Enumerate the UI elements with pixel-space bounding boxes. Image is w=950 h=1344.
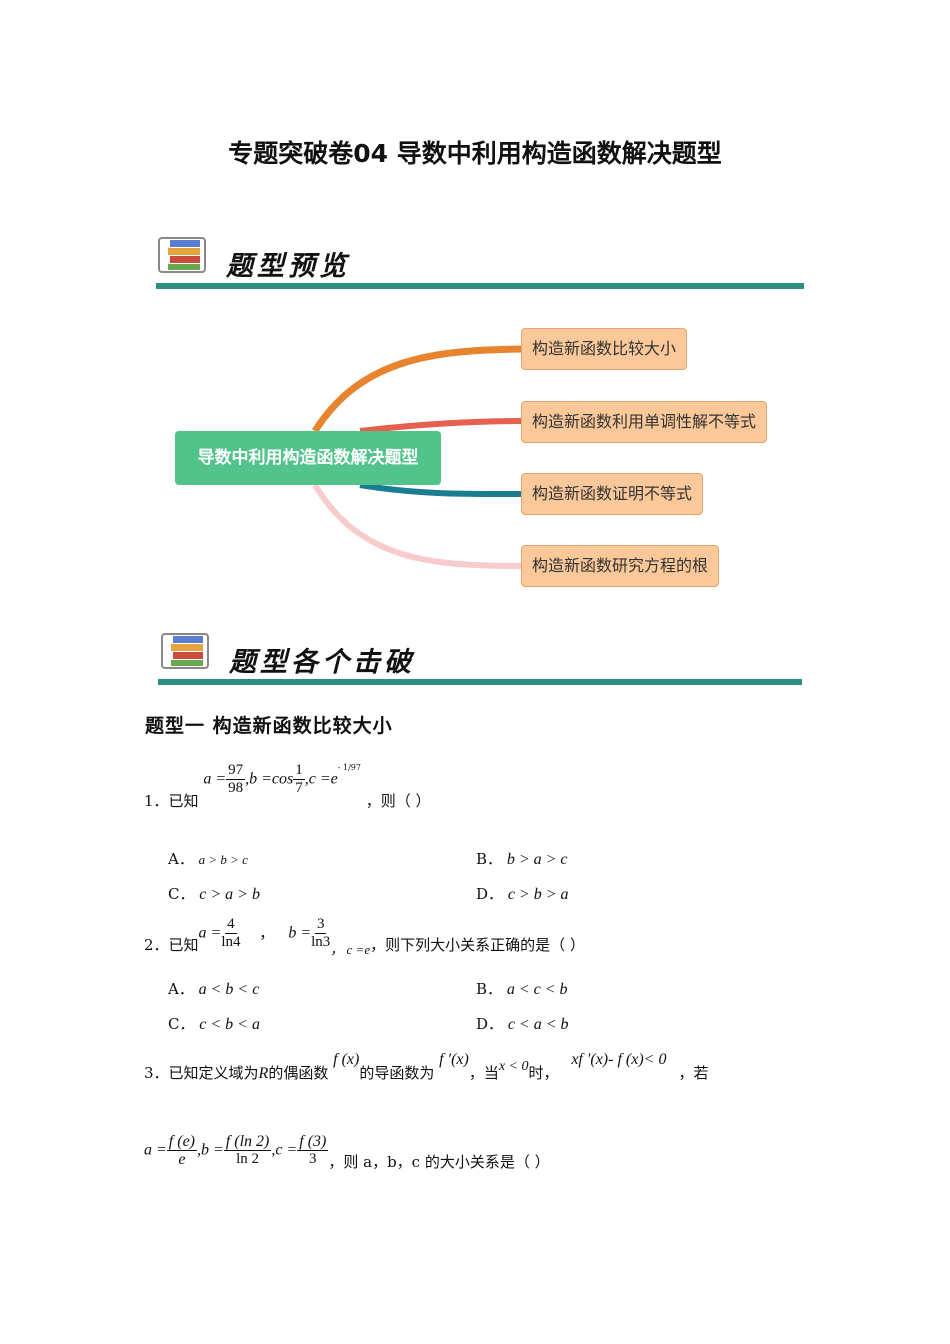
question-3: 3．已知定义域为R的偶函数 f (x)的导函数为 f ′(x)，当x < 0时，… bbox=[144, 1048, 708, 1082]
formula: a = bbox=[198, 924, 222, 942]
formula: x < 0 bbox=[498, 1059, 529, 1074]
divider bbox=[158, 679, 802, 685]
option-key: D． bbox=[476, 885, 504, 903]
option-a[interactable]: A． a < b < c bbox=[168, 978, 259, 999]
numerator: f (3) bbox=[297, 1133, 329, 1151]
section-heading-breakdown: 题型各个击破 bbox=[229, 647, 415, 678]
denominator: 3 bbox=[309, 1151, 317, 1167]
fraction: f (e)e bbox=[166, 1133, 197, 1168]
formula: f ′(x) bbox=[439, 1051, 469, 1068]
formula: ,b = bbox=[197, 1141, 224, 1159]
question-number: 2．已知 bbox=[144, 935, 199, 954]
mindmap-connectors bbox=[312, 345, 523, 569]
formula: ,c = bbox=[271, 1141, 298, 1159]
question-tail: ，则 a，b，c 的大小关系是（ ） bbox=[328, 1152, 550, 1171]
option-key: C． bbox=[168, 1015, 195, 1033]
connector-2 bbox=[359, 418, 523, 434]
formula: xf ′(x)- f (x)< 0 bbox=[571, 1051, 667, 1068]
fraction: f (ln 2)ln 2 bbox=[223, 1133, 272, 1168]
option-d[interactable]: D． c < a < b bbox=[476, 1013, 569, 1034]
question-text: 的偶函数 bbox=[268, 1064, 329, 1082]
question-text: 时， bbox=[528, 1064, 559, 1082]
question-tail: ，则（ ） bbox=[365, 791, 431, 810]
section-heading-preview: 题型预览 bbox=[226, 251, 350, 282]
connector-3 bbox=[359, 482, 523, 498]
option-value: b > a > c bbox=[506, 851, 568, 868]
formula: f (x) bbox=[333, 1051, 360, 1068]
question-text: ，当 bbox=[468, 1064, 499, 1082]
option-b[interactable]: B． b > a > c bbox=[476, 848, 568, 869]
denominator: ln 2 bbox=[236, 1151, 260, 1167]
books-icon bbox=[158, 237, 206, 273]
topic-heading: 题型一 构造新函数比较大小 bbox=[145, 715, 393, 737]
question-3-continued: a =f (e)e,b =f (ln 2)ln 2,c =f (3)3，则 a，… bbox=[144, 1133, 550, 1171]
formula: ,c =e bbox=[304, 770, 338, 788]
option-b[interactable]: B． a < c < b bbox=[476, 978, 568, 999]
numerator: 1 bbox=[293, 762, 305, 780]
formula: ， c =e bbox=[330, 941, 371, 957]
mindmap-branch-2: 构造新函数利用单调性解不等式 bbox=[521, 401, 768, 443]
option-value: c < b < a bbox=[199, 1016, 260, 1033]
formula: a = bbox=[144, 1141, 167, 1159]
numerator: 97 bbox=[226, 762, 246, 780]
question-tail: ，则下列大小关系正确的是（ ） bbox=[370, 935, 585, 954]
option-key: A． bbox=[168, 980, 194, 998]
denominator: ln3 bbox=[311, 934, 331, 950]
numerator: 3 bbox=[314, 916, 327, 934]
option-c[interactable]: C． c > a > b bbox=[168, 883, 260, 904]
option-d[interactable]: D． c > b > a bbox=[476, 883, 569, 904]
option-key: D． bbox=[476, 1015, 504, 1033]
denominator: e bbox=[178, 1151, 186, 1168]
denominator: 7 bbox=[295, 780, 303, 796]
divider bbox=[156, 283, 804, 289]
numerator: f (ln 2) bbox=[223, 1133, 272, 1151]
numerator: f (e) bbox=[166, 1133, 197, 1151]
option-value: c > a > b bbox=[199, 886, 260, 903]
formula: R bbox=[258, 1065, 269, 1082]
option-key: C． bbox=[168, 885, 195, 903]
question-text: ，若 bbox=[678, 1064, 709, 1082]
question-number: 1．已知 bbox=[144, 791, 199, 810]
question-text: 3．已知定义域为 bbox=[144, 1064, 259, 1082]
option-c[interactable]: C． c < b < a bbox=[168, 1013, 260, 1034]
separator: ， bbox=[259, 923, 275, 942]
option-value: a > b > c bbox=[198, 852, 248, 867]
formula: ,b =cos bbox=[245, 770, 294, 788]
formula: a = bbox=[203, 770, 227, 788]
mindmap-center-node: 导数中利用构造函数解决题型 bbox=[175, 431, 441, 485]
connector-4 bbox=[312, 483, 523, 569]
denominator: ln4 bbox=[221, 934, 241, 950]
formula: b = bbox=[288, 924, 312, 942]
page-title: 专题突破卷04 导数中利用构造函数解决题型 bbox=[228, 139, 722, 168]
mindmap-branch-3: 构造新函数证明不等式 bbox=[521, 473, 704, 515]
mindmap-branch-4: 构造新函数研究方程的根 bbox=[521, 545, 720, 587]
option-value: a < c < b bbox=[506, 981, 568, 998]
fraction: f (3)3 bbox=[297, 1133, 329, 1168]
option-key: B． bbox=[476, 980, 503, 998]
option-value: c > b > a bbox=[507, 886, 569, 903]
question-text: 的导函数为 bbox=[359, 1064, 435, 1082]
mindmap-branch-1: 构造新函数比较大小 bbox=[521, 328, 688, 370]
option-key: A． bbox=[168, 850, 194, 868]
option-value: a < b < c bbox=[198, 981, 260, 998]
option-a[interactable]: A． a > b > c bbox=[168, 848, 248, 869]
books-icon bbox=[161, 633, 209, 669]
option-value: c < a < b bbox=[507, 1016, 569, 1033]
connector-1 bbox=[312, 345, 523, 433]
numerator: 4 bbox=[225, 916, 237, 934]
denominator: 98 bbox=[228, 780, 244, 796]
option-key: B． bbox=[476, 850, 503, 868]
exponent: - 1/97 bbox=[337, 762, 361, 772]
